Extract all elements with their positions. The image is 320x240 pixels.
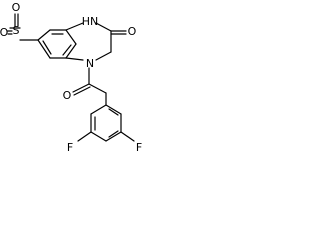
bond-ring1-3 (65, 29, 77, 45)
bond-ring2-4 (105, 131, 122, 142)
bond-ring2-1 (90, 104, 107, 115)
bond-f-right (120, 131, 135, 142)
bond-acyl-co-1 (72, 83, 90, 93)
bond-ring2-inner-c (108, 108, 119, 116)
molecule-diagram-canvas: O S O HN O N O F F (0, 0, 147, 160)
label-o-left: O (0, 26, 9, 39)
bond-acyl-ch2 (88, 83, 107, 94)
bond-ring2-inner-b (108, 130, 119, 138)
bond-f-left (77, 131, 92, 142)
label-acyl-o: O (63, 89, 72, 102)
bond-lactam-5 (65, 57, 84, 61)
bond-layer (7, 13, 135, 142)
bond-lactam-2 (95, 22, 112, 32)
label-fluorine-right: F (136, 141, 142, 154)
label-o-top: O (12, 1, 21, 14)
bond-ring1-1 (37, 29, 51, 41)
label-lactam-o: O (128, 25, 137, 38)
bond-ring1-inner-b (62, 44, 72, 56)
bond-ring1-inner-c (42, 40, 52, 55)
label-ring-n: N (86, 57, 94, 70)
bond-ring2-6 (105, 104, 122, 115)
label-amide-nh: HN (82, 15, 99, 28)
bond-lactam-4 (95, 51, 112, 61)
label-fluorine-left: F (67, 141, 73, 154)
bond-acyl-co-2 (73, 86, 91, 96)
chemical-structure-drawing: O S O HN O N O F F (0, 1, 142, 154)
bond-ring2-3 (90, 131, 107, 142)
bond-lactam-1 (65, 22, 84, 31)
bond-ring1-4 (65, 43, 77, 59)
label-sulfur: S (13, 24, 20, 37)
bond-ring1-6 (37, 39, 51, 59)
atom-label-layer: O S O HN O N O F F (0, 1, 142, 154)
